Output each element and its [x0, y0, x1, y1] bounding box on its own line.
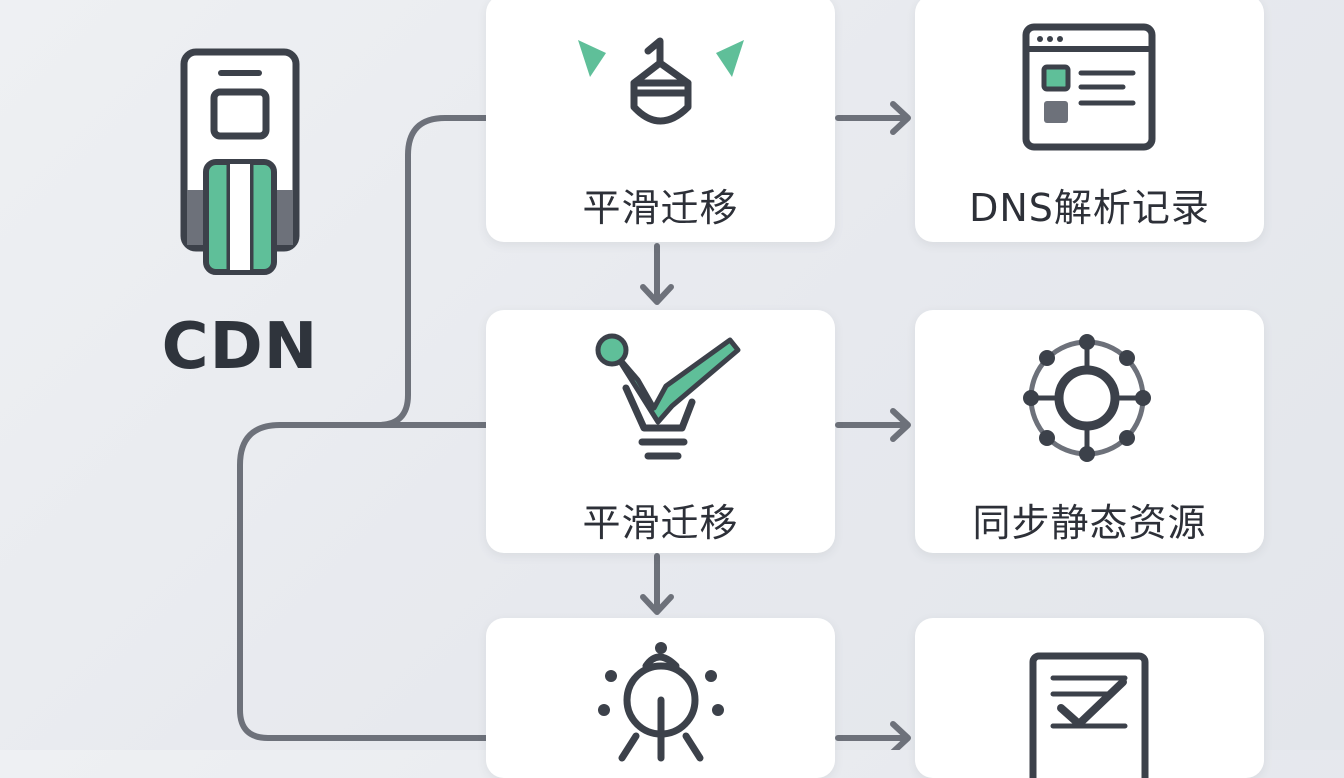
target-card-3 [915, 618, 1264, 778]
arrow-step3-to-target3 [835, 721, 911, 750]
step-label-2: 平滑迁移 [582, 501, 739, 545]
target-label-1: DNS解析记录 [969, 186, 1210, 230]
dns-record-window-icon [1022, 23, 1156, 151]
flow-connectors [237, 101, 911, 750]
cdn-server-icon [180, 48, 300, 275]
arrow-step1-to-step2 [640, 243, 674, 305]
checklist-document-icon [1029, 652, 1149, 778]
step-card-3 [486, 618, 835, 778]
arrow-step2-to-step3 [640, 553, 674, 615]
step-card-1: 平滑迁移 [486, 0, 835, 242]
connector-line-main-loop [237, 422, 489, 741]
cdn-brand-label: CDN [161, 310, 319, 384]
migration-check-icon [595, 333, 741, 460]
arrow-step1-to-target1 [835, 101, 911, 135]
network-node-icon [598, 642, 724, 762]
step-label-1: 平滑迁移 [582, 186, 739, 230]
arrow-step2-to-target2 [835, 408, 911, 442]
target-card-2: 同步静态资源 [915, 310, 1264, 553]
smooth-migration-icon [578, 37, 744, 125]
network-hub-icon [1023, 334, 1151, 462]
target-label-2: 同步静态资源 [972, 501, 1207, 545]
connector-line-top-loop [375, 115, 489, 428]
step-card-2: 平滑迁移 [486, 310, 835, 553]
target-card-1: DNS解析记录 [915, 0, 1264, 242]
